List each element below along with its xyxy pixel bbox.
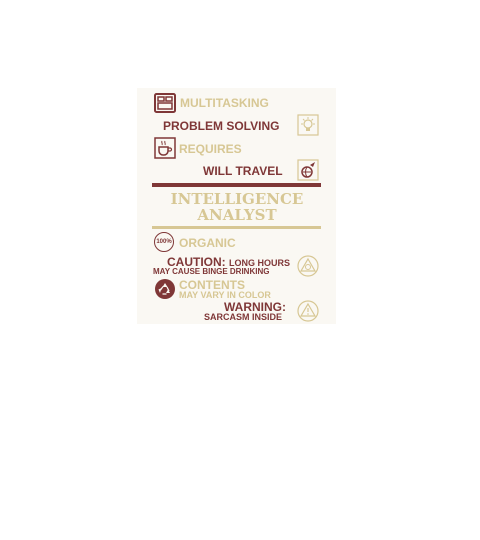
contents-line2: MAY VARY IN COLOR — [179, 290, 271, 300]
top-divider — [152, 183, 321, 187]
job-title-line1: INTELLIGENCE — [170, 190, 304, 208]
requires-label: REQUIRES — [179, 142, 242, 156]
caution-bold: CAUTION: — [167, 255, 226, 269]
job-title-line2: ANALYST — [197, 206, 277, 224]
problem-solving-label: PROBLEM SOLVING — [163, 119, 280, 133]
warning-triangle-icon — [297, 300, 319, 322]
coffee-cup-icon — [154, 137, 176, 159]
organic-badge-icon: 100% — [154, 232, 174, 252]
travel-globe-icon — [297, 159, 319, 181]
caution-label: CAUTION: LONG HOURS — [167, 255, 290, 269]
caution-line2: MAY CAUSE BINGE DRINKING — [153, 267, 270, 276]
organic-badge-text: 100% — [156, 239, 172, 245]
bottom-divider — [152, 226, 321, 229]
caution-rest: LONG HOURS — [229, 258, 291, 268]
warning-line2: SARCASM INSIDE — [204, 312, 283, 322]
multitasking-label: MULTITASKING — [180, 96, 269, 110]
window-grid-icon — [154, 93, 176, 113]
organic-label: ORGANIC — [179, 236, 236, 250]
lightbulb-icon — [297, 114, 319, 136]
will-travel-label: WILL TRAVEL — [203, 164, 283, 178]
warning-label: WARNING: — [224, 300, 286, 314]
recycle-icon — [155, 279, 175, 299]
triangle-seal-icon — [297, 255, 319, 277]
contents-label: CONTENTS — [179, 278, 245, 292]
